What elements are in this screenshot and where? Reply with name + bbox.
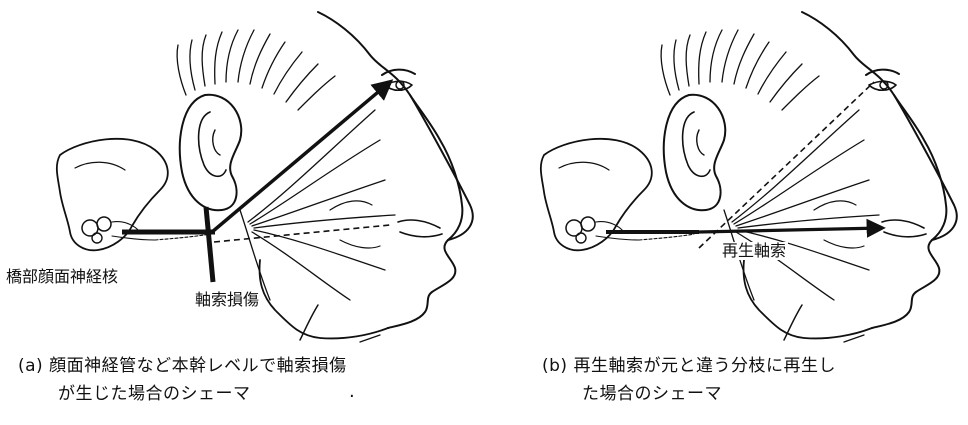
head-schematic-b [484, 0, 968, 345]
caption-b-line-1: (b) 再生軸索が元と違う分枝に再生し [542, 352, 836, 380]
stray-dot: . [347, 383, 357, 401]
regenerating-axon-label: 再生軸索 [720, 242, 788, 260]
arrow-to-mouth [699, 228, 882, 232]
caption-b-line-2: た場合のシェーマ [542, 380, 836, 408]
nucleus-label: 橋部顔面神経核 [4, 268, 120, 286]
caption-a-line-2: が生じた場合のシェーマ [18, 380, 347, 408]
dashed-branch-eye [699, 82, 874, 248]
caption-b: (b) 再生軸索が元と違う分枝に再生し た場合のシェーマ [542, 352, 836, 408]
caption-a-line-1: (a) 顔面神経管など本幹レベルで軸索損傷 [18, 352, 347, 380]
caption-a: (a) 顔面神経管など本幹レベルで軸索損傷 が生じた場合のシェーマ [18, 352, 347, 408]
injury-bar [206, 207, 213, 282]
injury-label: 軸索損傷 [193, 291, 261, 309]
panel-a: 橋部顔面神経核 軸索損傷 (a) 顔面神経管など本幹レベルで軸索損傷 が生じた場… [0, 0, 484, 425]
dashed-branch [214, 225, 390, 242]
panel-b: 再生軸索 (b) 再生軸索が元と違う分枝に再生し た場合のシェーマ [484, 0, 968, 425]
